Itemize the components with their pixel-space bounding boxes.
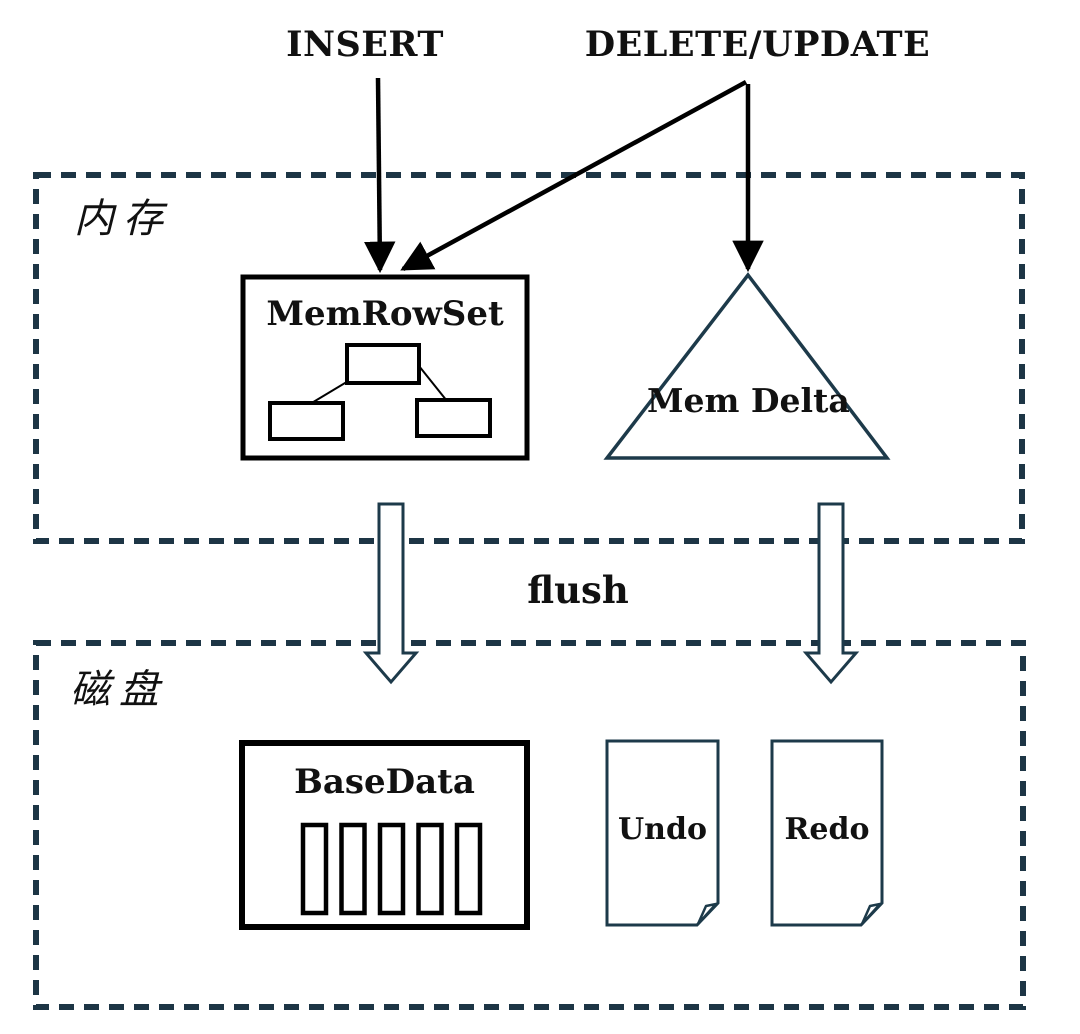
redo-label: Redo bbox=[784, 812, 870, 847]
basedata-column-2 bbox=[339, 822, 367, 916]
tree-left-node bbox=[268, 401, 345, 441]
mem-delta-triangle bbox=[603, 272, 891, 460]
delete-update-diagonal-arrow bbox=[400, 80, 748, 271]
insert-arrow bbox=[363, 77, 396, 274]
insert-label: INSERT bbox=[286, 24, 444, 65]
mem-delta-label: Mem Delta bbox=[647, 381, 850, 420]
delete-update-label: DELETE/UPDATE bbox=[584, 24, 931, 65]
flush-label: flush bbox=[527, 568, 629, 612]
basedata-column-5 bbox=[454, 822, 483, 916]
undo-file-fold-icon bbox=[696, 902, 718, 926]
redo-file-fold-icon bbox=[860, 902, 882, 926]
undo-label: Undo bbox=[618, 812, 707, 847]
tree-root-node bbox=[345, 343, 421, 385]
memory-region-label: 内存 bbox=[74, 196, 172, 242]
tree-edge-left bbox=[309, 379, 351, 405]
basedata-label: BaseData bbox=[294, 762, 475, 802]
basedata-column-3 bbox=[377, 822, 406, 916]
disk-region-label: 磁盘 bbox=[70, 667, 168, 713]
basedata-column-4 bbox=[416, 822, 444, 916]
memrowset-label: MemRowSet bbox=[266, 294, 504, 334]
tree-right-node bbox=[415, 398, 492, 438]
flush-arrow-right bbox=[802, 502, 860, 685]
basedata-column-1 bbox=[300, 822, 329, 916]
flush-arrow-left bbox=[362, 502, 420, 685]
tree-edge-right bbox=[418, 365, 448, 402]
